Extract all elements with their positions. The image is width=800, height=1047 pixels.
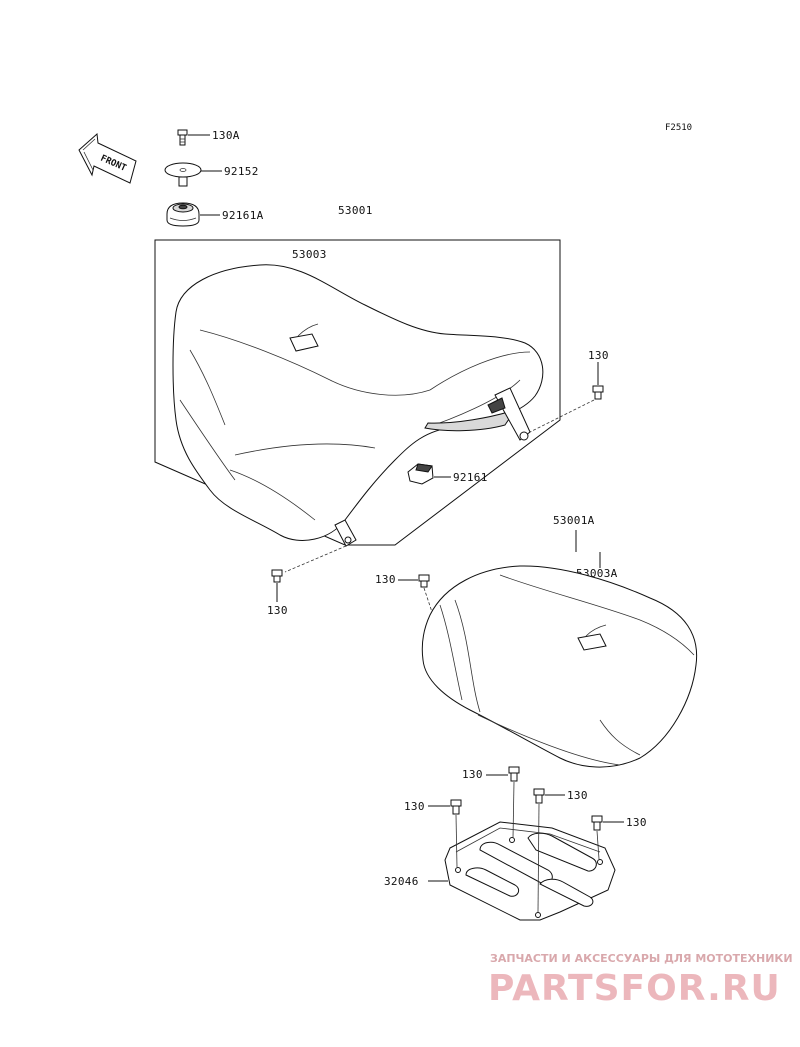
grommet-92161-icon	[407, 463, 434, 485]
damper-92152-icon	[164, 162, 202, 187]
label-130-upper-right: 130	[588, 349, 609, 362]
label-92161: 92161	[453, 471, 488, 484]
label-53001a: 53001A	[553, 514, 595, 527]
label-92152: 92152	[224, 165, 259, 178]
figure-code: F2510	[665, 123, 692, 133]
label-130a: 130A	[212, 129, 240, 142]
label-130-plate-right: 130	[626, 816, 647, 829]
label-53001: 53001	[338, 204, 373, 217]
main-seat	[172, 264, 544, 547]
assembly-boundary	[154, 239, 561, 546]
watermark-brand: PARTSFOR.RU	[488, 968, 781, 1009]
label-53003: 53003	[292, 248, 327, 261]
label-130-plate-mid: 130	[567, 789, 588, 802]
bolt-icon	[592, 385, 604, 400]
label-130-lower-left: 130	[267, 604, 288, 617]
watermark-tagline: ЗАПЧАСТИ И АКСЕССУАРЫ ДЛЯ МОТОТЕХНИКИ	[490, 952, 793, 965]
bolt-icon	[450, 799, 462, 815]
bolt-icon	[508, 766, 520, 782]
label-92161a: 92161A	[222, 209, 264, 222]
label-130-plate-left: 130	[404, 800, 425, 813]
front-arrow-icon: FRONT	[78, 132, 137, 184]
label-32046: 32046	[384, 875, 419, 888]
bolt-icon	[271, 569, 283, 583]
bolt-icon	[418, 574, 430, 588]
bolt-130a-icon	[177, 129, 188, 146]
bolt-icon	[533, 788, 545, 804]
bolt-icon	[591, 815, 603, 831]
label-130-plate-top: 130	[462, 768, 483, 781]
mounting-plate	[444, 821, 616, 921]
label-130-rear-seat: 130	[375, 573, 396, 586]
grommet-92161a-icon	[166, 202, 200, 227]
rear-seat	[421, 565, 698, 768]
